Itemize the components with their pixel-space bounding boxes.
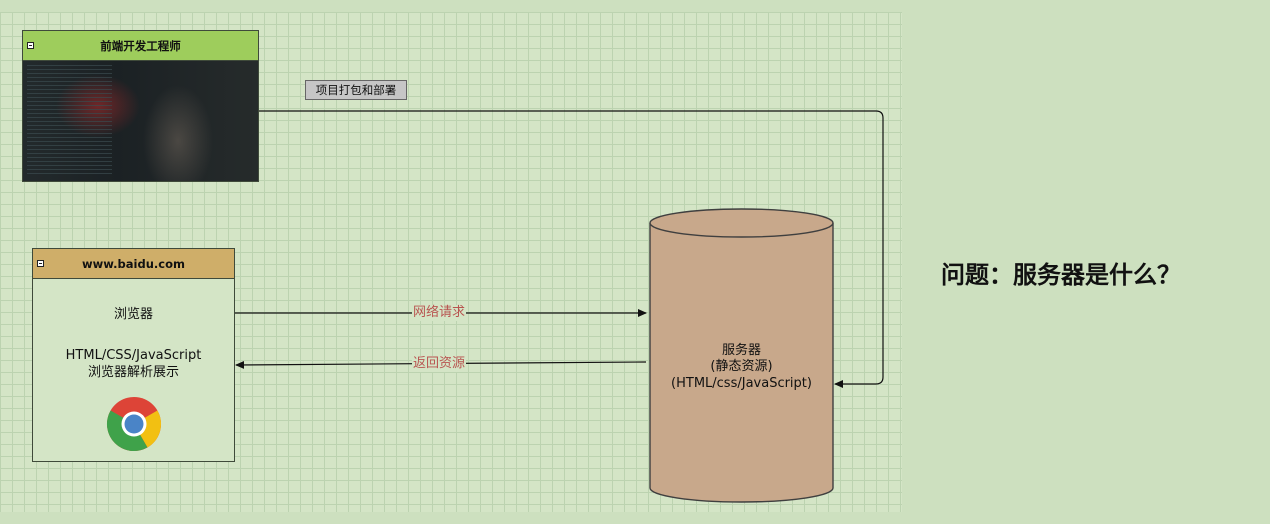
developer-node-title: 前端开发工程师 (100, 38, 181, 53)
request-edge-label: 网络请求 (412, 305, 467, 321)
server-content-types: (HTML/css/JavaScript) (671, 376, 812, 391)
deploy-edge-label: 项目打包和部署 (305, 80, 407, 100)
browser-node-title: www.baidu.com (82, 256, 185, 271)
collapse-icon[interactable] (37, 259, 44, 267)
server-title: 服务器 (721, 343, 761, 358)
response-edge-label: 返回资源 (412, 356, 467, 372)
developer-screenshot-image (23, 61, 258, 181)
browser-node-header: www.baidu.com (33, 249, 234, 279)
browser-node[interactable]: www.baidu.com 浏览器 HTML/CSS/JavaScript 浏览… (32, 248, 235, 462)
server-node[interactable] (649, 208, 834, 503)
developer-node[interactable]: 前端开发工程师 (22, 30, 259, 182)
collapse-icon[interactable] (27, 41, 34, 49)
browser-label: 浏览器 (113, 307, 153, 322)
deploy-edge (259, 110, 884, 388)
developer-node-header: 前端开发工程师 (23, 31, 258, 61)
browser-tech-line: HTML/CSS/JavaScript (65, 348, 202, 363)
code-editor-image (27, 65, 112, 177)
server-subtitle: (静态资源) (710, 359, 773, 374)
question-heading: 问题：服务器是什么？ (941, 261, 1181, 289)
browser-render-line: 浏览器解析展示 (87, 365, 179, 380)
chrome-logo-icon (106, 397, 162, 452)
